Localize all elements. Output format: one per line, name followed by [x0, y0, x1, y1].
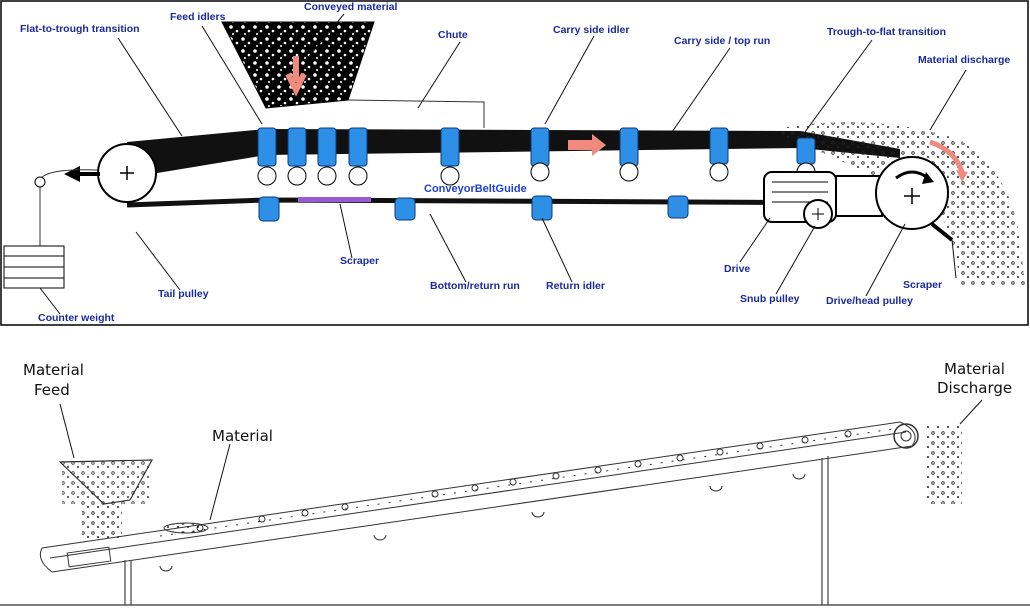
support-legs: [124, 456, 829, 605]
material-pile: [163, 522, 209, 534]
label-material-discharge-2: Discharge: [937, 379, 1012, 397]
incline-idlers: [196, 430, 852, 532]
label-trough-to-flat: Trough-to-flat transition: [827, 26, 946, 38]
label-bottom-return-run: Bottom/return run: [430, 280, 520, 292]
return-idlers: [258, 195, 689, 222]
head-end: [893, 423, 919, 449]
incline-return-idlers: [159, 473, 806, 572]
discharge-arrow: [929, 139, 965, 173]
label-tail-pulley: Tail pulley: [158, 288, 209, 300]
material-flow-arrow: [285, 56, 307, 97]
label-scraper-left: Scraper: [340, 255, 379, 267]
carry-direction-arrow: [568, 134, 606, 156]
counter-weight: [3, 245, 65, 289]
label-material-discharge: Material discharge: [918, 54, 1010, 66]
label-drive: Drive: [724, 263, 750, 275]
chute-outline: [347, 99, 485, 128]
label-material: Material: [212, 427, 273, 445]
label-material-feed-1: Material: [23, 361, 84, 379]
conveyor-frame: [41, 421, 913, 573]
discharge-material: [770, 122, 1025, 285]
top-labels: Flat-to-trough transition Feed idlers Co…: [20, 1, 1010, 324]
label-counter-weight: Counter weight: [38, 312, 115, 324]
label-material-feed-2: Feed: [34, 381, 70, 399]
head-scraper: [930, 222, 954, 242]
label-flat-to-trough: Flat-to-trough transition: [20, 23, 140, 35]
feed-stream: [82, 504, 122, 540]
label-feed-idlers: Feed idlers: [170, 11, 226, 23]
belt-scraper: [298, 197, 371, 202]
label-drive-head-pulley: Drive/head pulley: [826, 295, 913, 307]
carry-idlers: [257, 127, 816, 167]
label-material-discharge-1: Material: [944, 360, 1005, 378]
tail-end: [66, 546, 112, 568]
top-diagram: Flat-to-trough transition Feed idlers Co…: [0, 0, 1029, 326]
bottom-diagram: Material Feed Material Material Discharg…: [0, 360, 1030, 606]
label-return-idler: Return idler: [546, 280, 605, 292]
watermark: ConveyorBeltGuide: [424, 183, 527, 195]
label-snub-pulley: Snub pulley: [740, 293, 800, 305]
discharged-material: [926, 426, 962, 504]
bottom-leader-lines: [59, 399, 983, 521]
label-chute: Chute: [438, 29, 468, 41]
label-carry-side-idler: Carry side idler: [553, 24, 629, 36]
leader-lines: [39, 13, 967, 315]
label-conveyed-material: Conveyed material: [304, 1, 397, 13]
label-scraper-right: Scraper: [903, 279, 942, 291]
label-carry-side-top-run: Carry side / top run: [674, 35, 770, 47]
